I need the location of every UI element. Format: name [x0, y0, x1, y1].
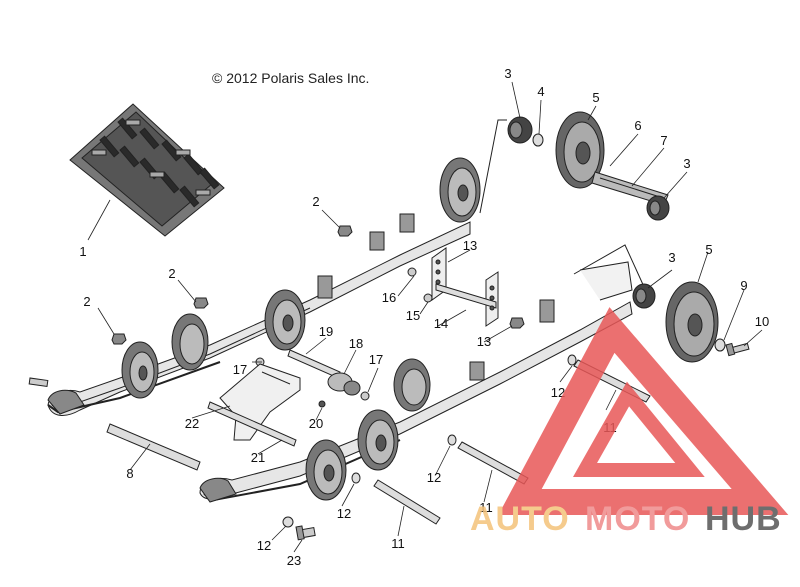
callout-c23: 23 [287, 553, 301, 568]
callout-c16: 16 [382, 290, 396, 305]
bearing-part-3-top [507, 116, 533, 144]
callout-c18: 18 [349, 336, 363, 351]
callout-c5a: 5 [592, 90, 599, 105]
idler-wheel-mid-left [264, 289, 306, 351]
washer-part-9 [714, 338, 726, 352]
copyright-text: © 2012 Polaris Sales Inc. [212, 70, 369, 86]
callout-c21: 21 [251, 450, 265, 465]
callout-c2b: 2 [168, 266, 175, 281]
callout-c20: 20 [309, 416, 323, 431]
idler-wheel-mid-right [393, 358, 431, 412]
callout-c17a: 17 [369, 352, 383, 367]
callout-c10: 10 [755, 314, 769, 329]
pivot-bracket-assembly [407, 247, 499, 327]
callout-c19: 19 [319, 324, 333, 339]
callout-c4: 4 [537, 84, 544, 99]
watermark-text-hub: HUB [705, 500, 782, 538]
callout-c2a: 2 [312, 194, 319, 209]
callout-c1: 1 [79, 244, 86, 259]
washer-part-4 [532, 133, 544, 147]
leader-lines-drive [479, 119, 651, 301]
callout-c13a: 13 [463, 238, 477, 253]
idler-wheel-rear-left [439, 157, 481, 223]
callout-c17b: 17 [233, 362, 247, 377]
front-arm-assembly [207, 349, 361, 447]
rail-left [47, 157, 481, 416]
callout-c12c: 12 [337, 506, 351, 521]
shaft-part-11-mid [457, 441, 529, 485]
bolt-part-23 [295, 525, 316, 541]
callout-c15: 15 [406, 308, 420, 323]
drive-shaft-assembly [507, 111, 670, 221]
callout-c12a: 12 [551, 385, 565, 400]
bearing-part-3-right [646, 195, 670, 221]
shaft-part-8 [106, 423, 201, 471]
callout-c22: 22 [185, 416, 199, 431]
idler-wheel-front-left-b [121, 341, 159, 399]
callout-c7: 7 [660, 133, 667, 148]
callout-c11c: 11 [391, 536, 405, 551]
callout-c3b: 3 [683, 156, 690, 171]
wheel-part-5-top [555, 111, 605, 189]
callout-c3a: 3 [504, 66, 511, 81]
watermark-text-auto: AUTO [470, 500, 570, 538]
callout-c12d: 12 [257, 538, 271, 553]
callout-c2c: 2 [83, 294, 90, 309]
callout-c6: 6 [634, 118, 641, 133]
callout-c5b: 5 [705, 242, 712, 257]
watermark-text-moto: MOTO [585, 500, 690, 538]
callout-c11b: 11 [479, 500, 493, 515]
bearing-part-3-lower [632, 283, 656, 309]
watermark: AUTO MOTO HUB [470, 307, 789, 538]
rail-right [199, 261, 719, 503]
callout-c13b: 13 [477, 334, 491, 349]
callout-c14: 14 [434, 316, 448, 331]
callout-c8: 8 [126, 466, 133, 481]
leader-lines [87, 81, 763, 553]
idler-wheel-front-right-b [357, 409, 399, 471]
idler-wheel-front-left-a [171, 313, 209, 371]
wheel-part-5-lower [665, 281, 719, 363]
idler-wheel-front-right-a [305, 439, 347, 501]
shaft-part-11-bottom [373, 479, 441, 525]
track-part [69, 103, 225, 237]
watermark-logo-triangles [498, 307, 789, 515]
callout-c12b: 12 [427, 470, 441, 485]
callout-c3c: 3 [668, 250, 675, 265]
callout-c9: 9 [740, 278, 747, 293]
